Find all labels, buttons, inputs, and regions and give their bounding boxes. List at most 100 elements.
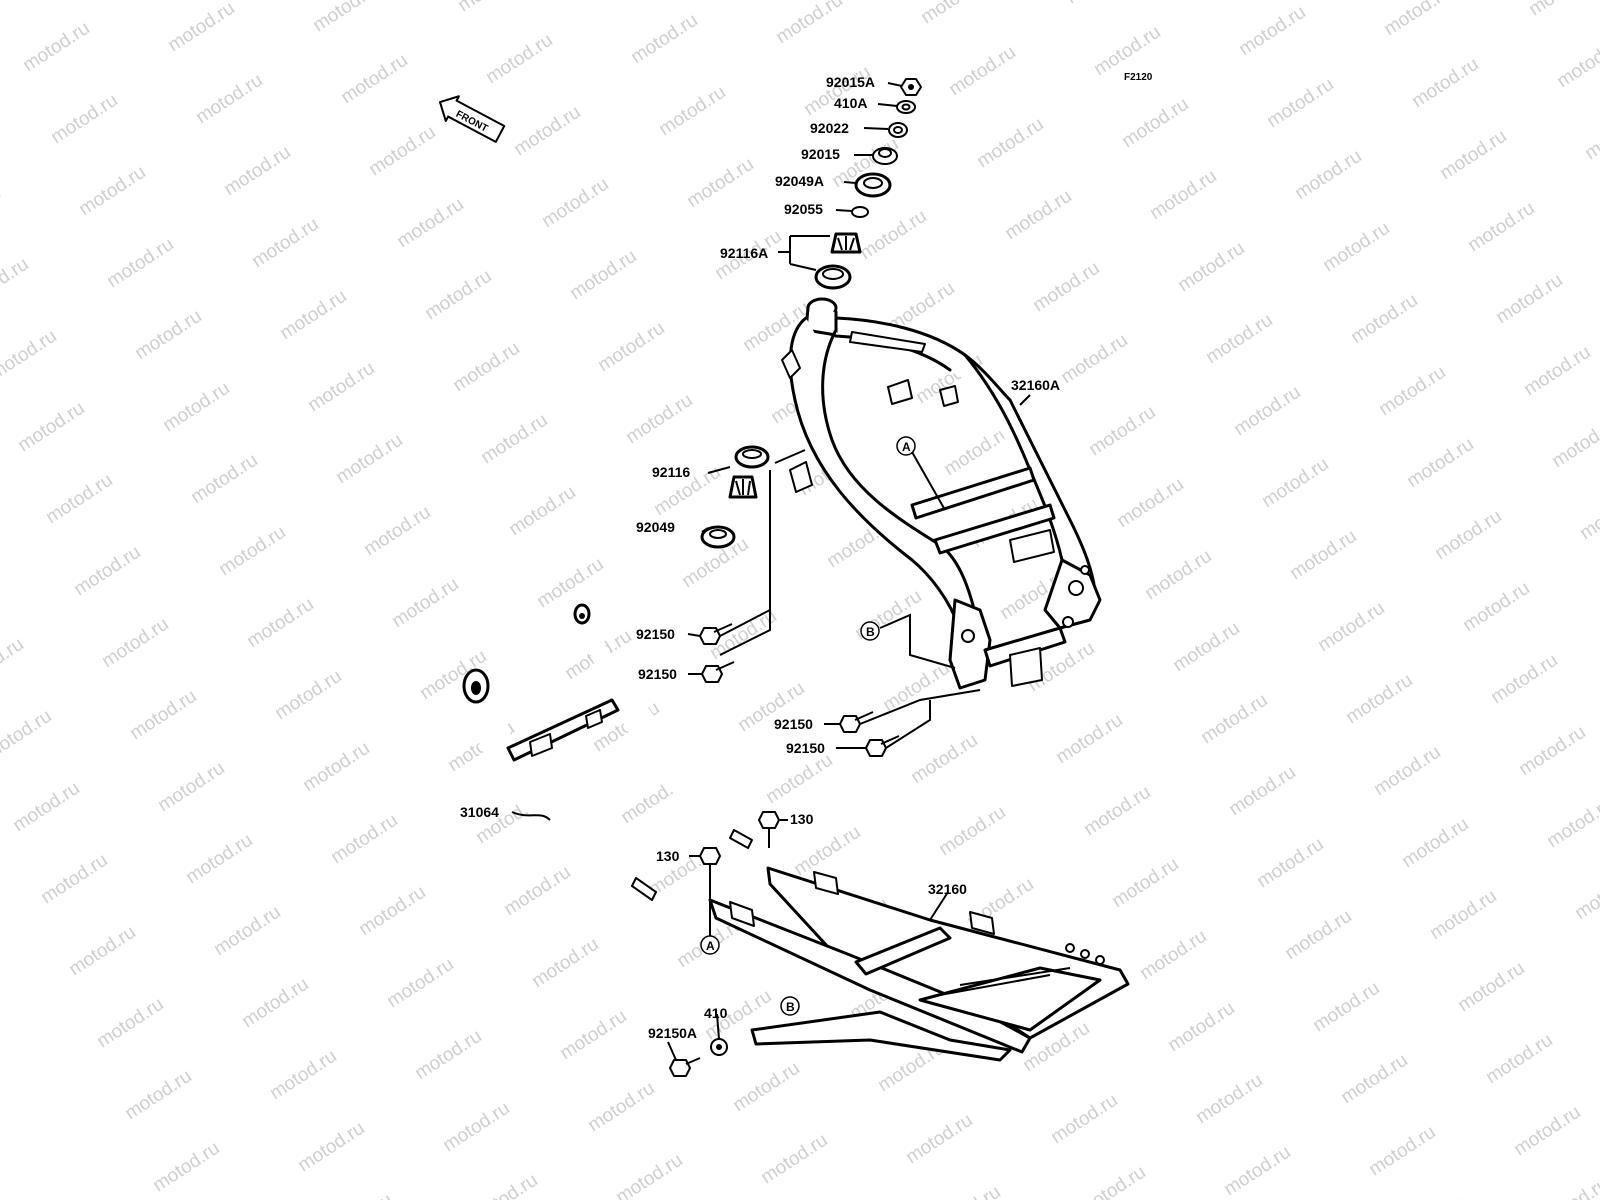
watermark-text: motod.ru — [182, 830, 256, 888]
watermark-text: motod.ru — [1459, 578, 1533, 636]
watermark-text: motod.ru — [1263, 74, 1337, 132]
watermark-text: motod.ru — [248, 214, 322, 272]
watermark-text: motod.ru — [299, 738, 373, 796]
watermark-text: motod.ru — [1085, 402, 1159, 460]
watermark-text: motod.ru — [42, 470, 116, 528]
watermark-text: motod.ru — [500, 862, 574, 920]
label-92015A: 92015A — [826, 74, 875, 90]
watermark-text: motod.ru — [1436, 126, 1510, 184]
watermark-text: motod.ru — [538, 174, 612, 232]
label-92055: 92055 — [784, 201, 823, 217]
watermark-text: motod.ru — [1281, 906, 1355, 964]
watermark-text: motod.ru — [556, 1006, 630, 1064]
watermark-text: motod.ru — [1510, 1102, 1584, 1160]
label-92116: 92116 — [652, 464, 690, 480]
watermark-text: motod.ru — [1375, 362, 1449, 420]
watermark-text: motod.ru — [935, 802, 1009, 860]
label-92015: 92015 — [801, 146, 840, 162]
label-92150-2: 92150 — [638, 666, 677, 682]
watermark-text: motod.ru — [1164, 998, 1238, 1056]
bolt-92150-2 — [701, 661, 735, 683]
watermark-text: motod.ru — [1253, 834, 1327, 892]
watermark-text: motod.ru — [584, 1078, 658, 1136]
watermark-text: motod.ru — [1538, 1174, 1600, 1200]
watermark-text: motod.ru — [187, 450, 261, 508]
label-31064: 31064 — [460, 804, 499, 820]
watermark-text: motod.ru — [1225, 762, 1299, 820]
watermark-text: motod.ru — [800, 62, 874, 120]
watermark-text: motod.ru — [1062, 0, 1136, 8]
watermark-text: motod.ru — [0, 0, 66, 4]
watermark-text: motod.ru — [0, 634, 28, 692]
watermark-text: motod.ru — [266, 1046, 340, 1104]
watermark-text: motod.ru — [220, 142, 294, 200]
watermark-text: motod.ru — [322, 1190, 396, 1200]
watermark-text: motod.ru — [1426, 886, 1500, 944]
watermark-text: motod.ru — [533, 554, 607, 612]
watermark-text: motod.ru — [0, 326, 61, 384]
watermark-text: motod.ru — [243, 594, 317, 652]
watermark-text: motod.ru — [1548, 414, 1600, 472]
watermark-text: motod.ru — [0, 706, 56, 764]
watermark-text: motod.ru — [1146, 166, 1220, 224]
lower-bearing-set — [700, 445, 770, 549]
watermark-text: motod.ru — [1408, 54, 1482, 112]
bolt-130-upper — [758, 811, 780, 848]
watermark-text: motod.ru — [907, 730, 981, 788]
watermark-text: motod.ru — [1309, 978, 1383, 1036]
watermark-text: motod.ru — [1075, 1162, 1149, 1200]
watermark-text: motod.ru — [1235, 2, 1309, 60]
watermark-text: motod.ru — [411, 1026, 485, 1084]
watermark-text: motod.ru — [622, 390, 696, 448]
watermark-text: motod.ru — [683, 154, 757, 212]
label-92116A: 92116A — [720, 245, 768, 261]
watermark-text: motod.ru — [505, 482, 579, 540]
watermark-text: motod.ru — [149, 1138, 223, 1196]
label-92150A: 92150A — [648, 1025, 697, 1041]
label-92150-4: 92150 — [786, 740, 825, 756]
bearing-92116A — [830, 232, 862, 254]
watermark-text: motod.ru — [70, 542, 144, 600]
watermark-text: motod.ru — [159, 378, 233, 436]
watermark-text: motod.ru — [467, 1170, 541, 1200]
bolt-92150-3 — [839, 711, 874, 733]
watermark-text: motod.ru — [879, 658, 953, 716]
watermark-text: motod.ru — [1365, 1122, 1439, 1180]
watermark-text: motod.ru — [1403, 434, 1477, 492]
watermark-text: motod.ru — [1202, 310, 1276, 368]
watermark-text: motod.ru — [1393, 1194, 1467, 1200]
watermark-text: motod.ru — [772, 0, 846, 48]
watermark-text: motod.ru — [1174, 238, 1248, 296]
label-92150-3: 92150 — [774, 716, 813, 732]
watermark-text: motod.ru — [103, 234, 177, 292]
watermark-text: motod.ru — [1370, 742, 1444, 800]
label-92049: 92049 — [636, 519, 675, 535]
watermark-text: motod.ru — [1520, 342, 1594, 400]
watermark-text: motod.ru — [47, 90, 121, 148]
watermark-text: motod.ru — [355, 882, 429, 940]
watermark-text: motod.ru — [1487, 650, 1561, 708]
watermark-text: motod.ru — [37, 850, 111, 908]
watermark-text: motod.ru — [327, 810, 401, 868]
watermark-text: motod.ru — [309, 0, 383, 36]
watermark-text: motod.ru — [126, 686, 200, 744]
watermark-text: motod.ru — [1141, 546, 1215, 604]
nut-92015 — [872, 147, 898, 165]
watermark-text: motod.ru — [762, 750, 836, 808]
watermark-text: motod.ru — [757, 1130, 831, 1188]
watermark-text: motod.ru — [1482, 1030, 1556, 1088]
watermark-text: motod.ru — [1380, 0, 1454, 40]
reference-mark-a-upper-label: A — [902, 440, 911, 454]
nut-92015A — [900, 78, 922, 96]
watermark-text: motod.ru — [14, 398, 88, 456]
watermark-text: motod.ru — [98, 614, 172, 672]
watermark-text: motod.ru — [1001, 186, 1075, 244]
watermark-text: motod.ru — [1029, 258, 1103, 316]
watermark-text: motod.ru — [1342, 670, 1416, 728]
watermark-text: motod.ru — [1398, 814, 1472, 872]
watermark-text: motod.ru — [1464, 198, 1538, 256]
watermark-text: motod.ru — [238, 974, 312, 1032]
bolt-92150A — [669, 1057, 701, 1077]
watermark-text: motod.ru — [930, 1182, 1004, 1200]
